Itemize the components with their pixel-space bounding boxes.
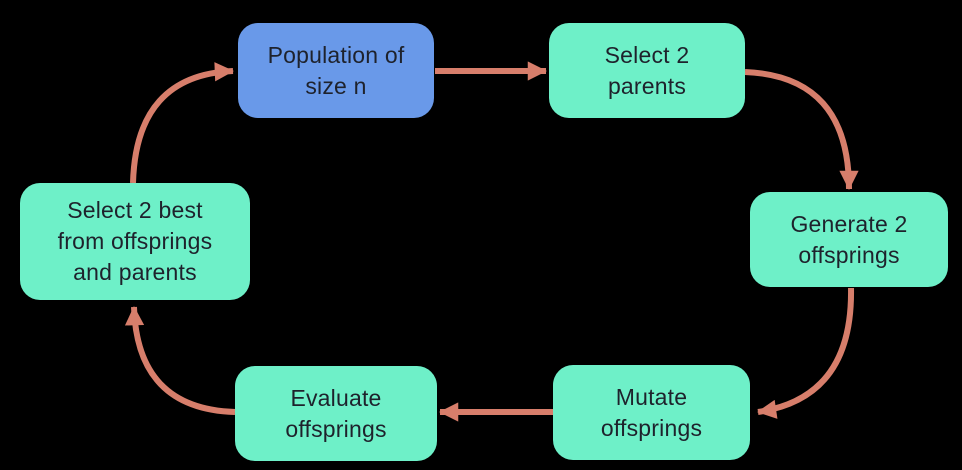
edge-select-parents-to-generate-offsprings — [744, 69, 859, 190]
node-mutate-offsprings: Mutate offsprings — [553, 365, 750, 460]
node-select-2-parents: Select 2 parents — [549, 23, 745, 118]
node-evaluate-offsprings: Evaluate offsprings — [235, 366, 437, 461]
node-select-2-best-from-offsprings-and-parents: Select 2 best from offsprings and parent… — [20, 183, 250, 300]
edge-evaluate-offsprings-to-select-best — [124, 306, 236, 415]
node-population-of-size-n: Population of size n — [238, 23, 434, 118]
edge-select-best-to-population — [130, 62, 234, 184]
node-generate-2-offsprings: Generate 2 offsprings — [750, 192, 948, 287]
edge-generate-offsprings-to-mutate-offsprings — [757, 287, 855, 419]
